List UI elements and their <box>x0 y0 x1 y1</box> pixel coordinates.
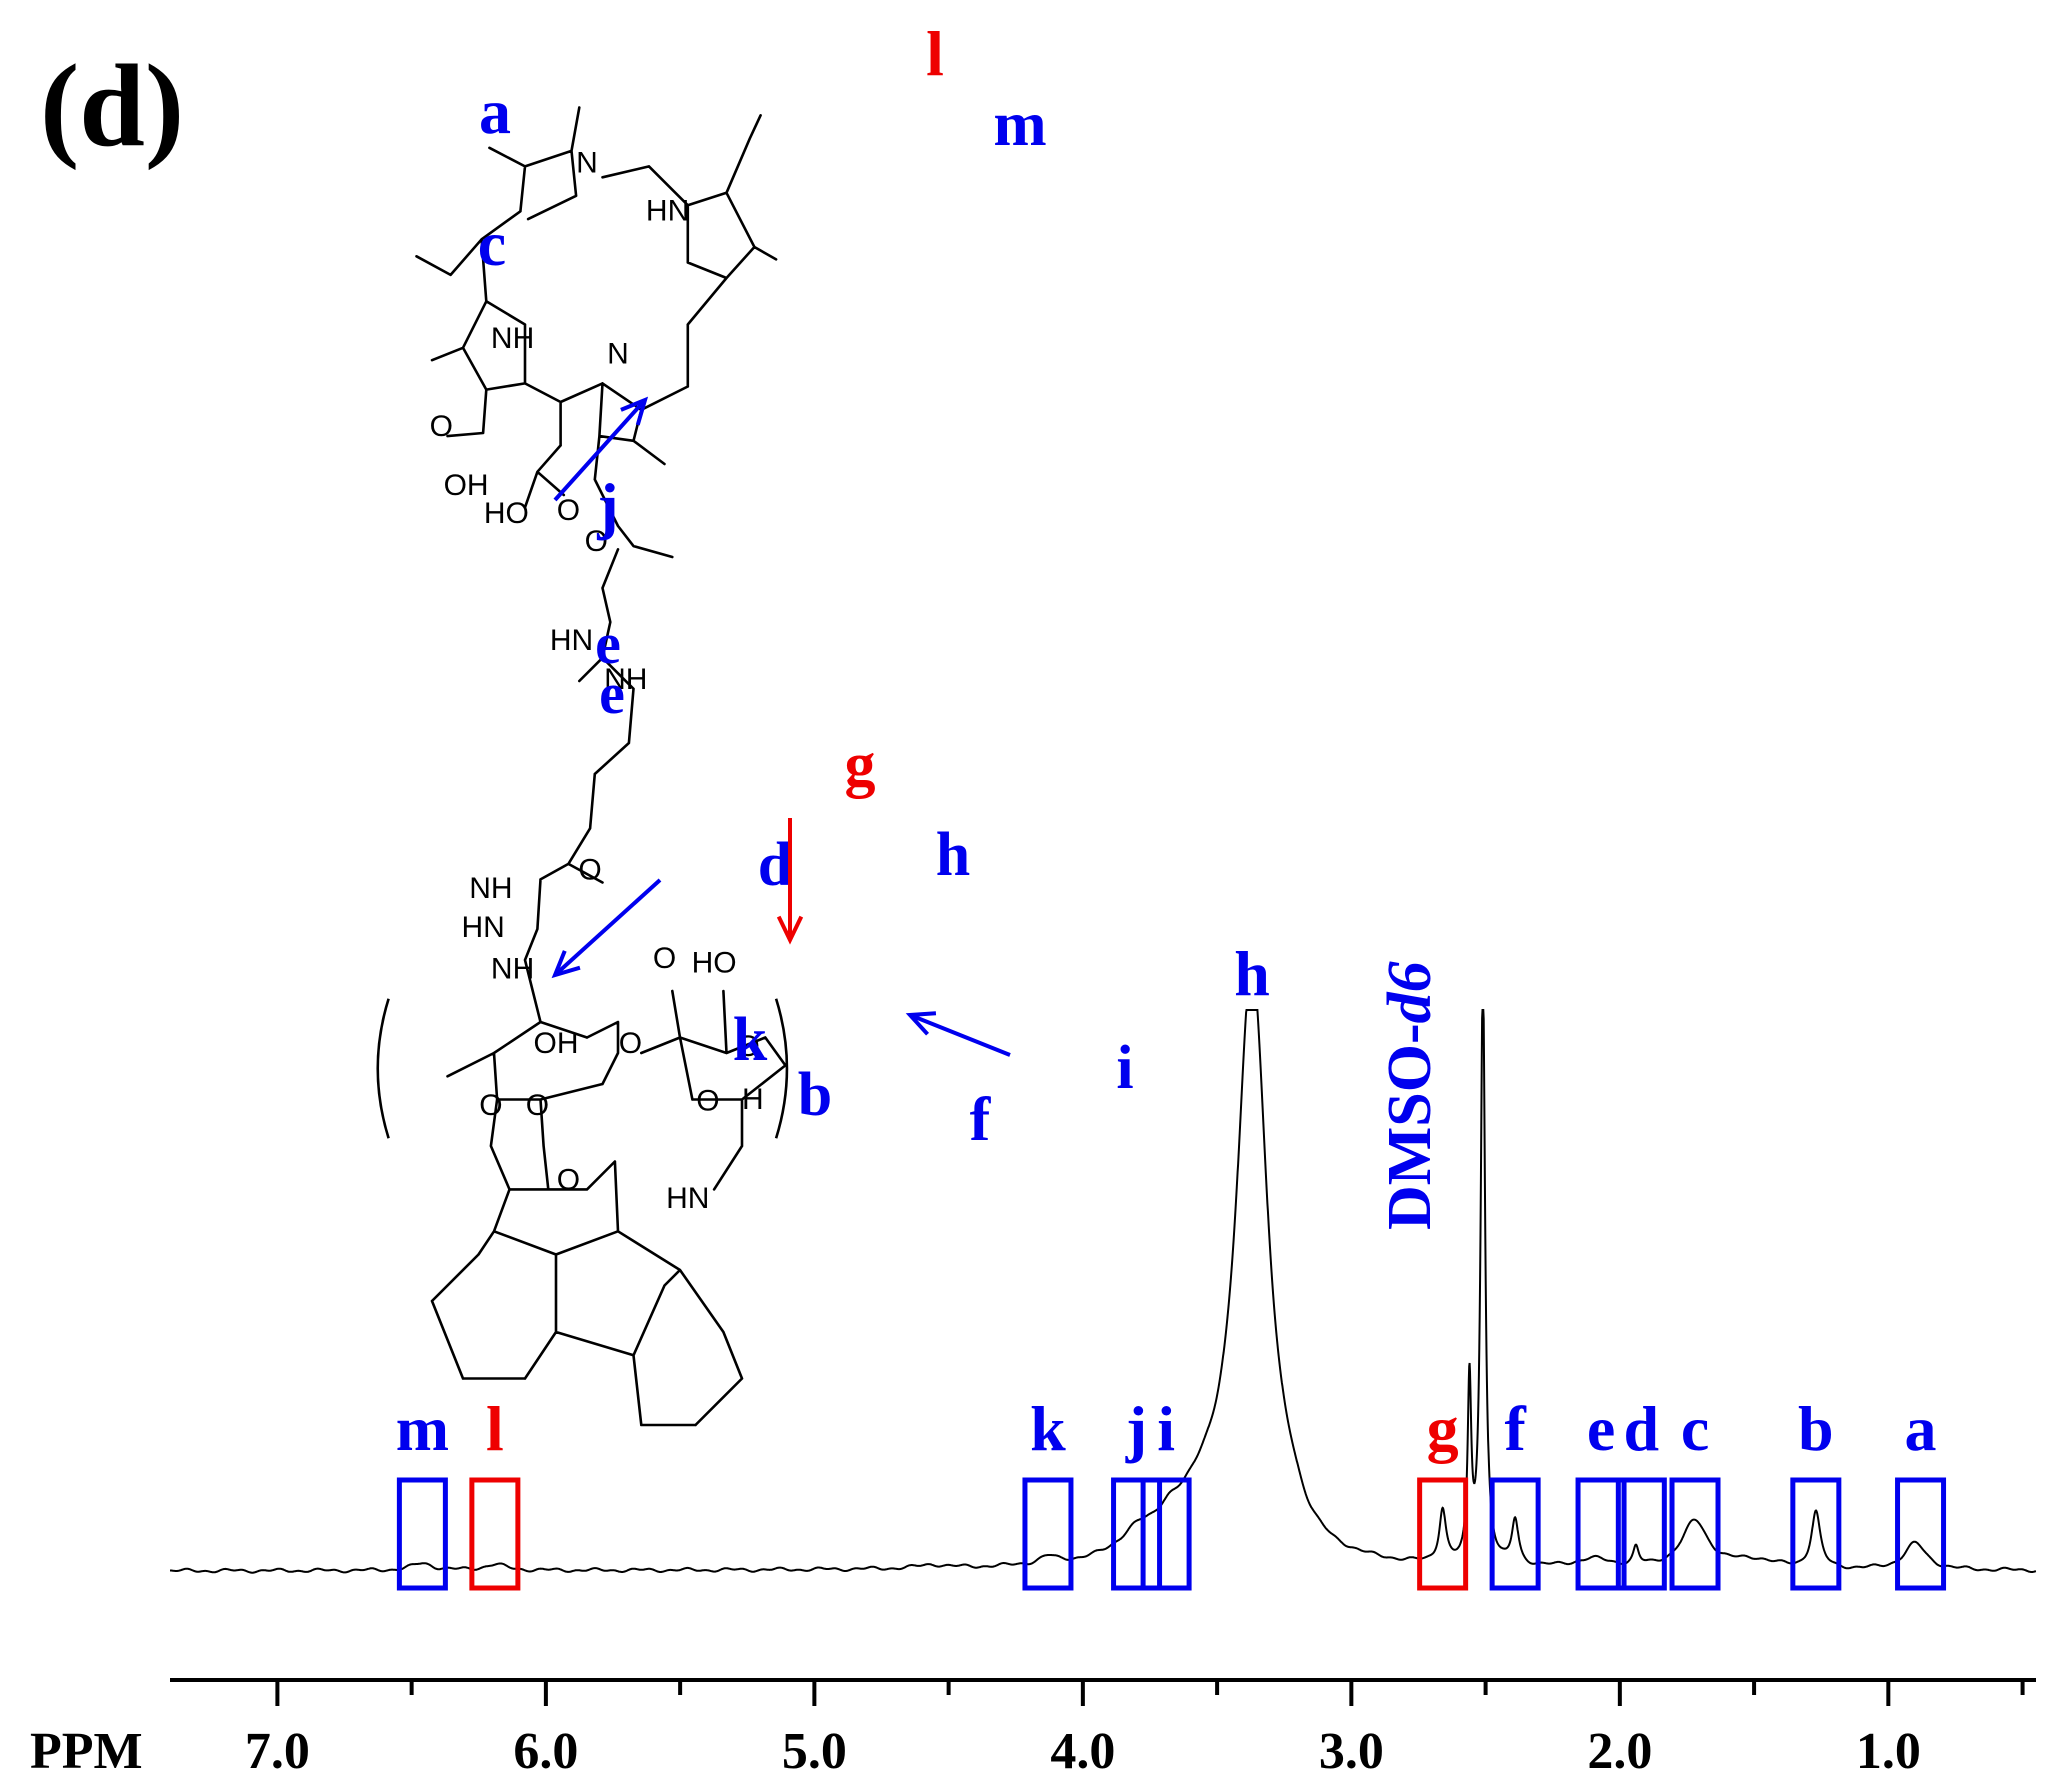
structure-bonds <box>415 106 787 1427</box>
atom-label: O <box>479 1089 502 1122</box>
site-label-i: i <box>1116 1034 1133 1102</box>
atom-label: O <box>430 410 453 443</box>
peak-label-c: c <box>1681 1393 1709 1464</box>
peak-box-a <box>1895 1477 1947 1591</box>
x-tick-label: 7.0 <box>245 1723 310 1780</box>
peak-label-k: k <box>1030 1393 1066 1464</box>
arrow-i-head <box>905 1011 937 1036</box>
arrow-j-head <box>620 396 649 426</box>
arrow-j <box>553 398 647 502</box>
peak-box-b <box>1790 1477 1842 1591</box>
x-axis: 7.0 6.0 5.0 4.0 3.0 2.0 1.0 PPM <box>30 1678 2036 1780</box>
site-label-g: g <box>845 731 876 799</box>
x-tick-label: 4.0 <box>1050 1723 1115 1780</box>
atom-label: OH <box>444 469 489 502</box>
atom-label: O <box>619 1027 642 1060</box>
peak-box-m <box>396 1477 448 1591</box>
x-tick-label: 5.0 <box>782 1723 847 1780</box>
atom-label: HN <box>646 195 689 228</box>
peak-label-a: a <box>1905 1393 1937 1464</box>
atom-label: O <box>557 1163 580 1196</box>
site-label-c: c <box>478 208 506 279</box>
atom-label: OH <box>534 1027 579 1060</box>
atom-label: N <box>576 147 598 180</box>
site-label-e: e <box>599 661 625 726</box>
site-label-j: j <box>596 470 618 541</box>
atom-label: HN <box>666 1182 709 1215</box>
peak-box-l <box>469 1477 521 1591</box>
atom-label: NH <box>491 322 534 355</box>
peak-label-j: j <box>1125 1393 1147 1464</box>
x-axis-unit-label: PPM <box>30 1723 143 1780</box>
atom-label: O <box>737 1030 760 1063</box>
atom-label: O <box>526 1089 549 1122</box>
atom-label: N <box>607 337 629 370</box>
x-tick-label: 3.0 <box>1319 1723 1384 1780</box>
peak-box-f <box>1489 1477 1541 1591</box>
atom-label: NH <box>491 953 534 986</box>
peak-box-k <box>1022 1477 1074 1591</box>
site-label-m: m <box>993 88 1046 159</box>
peak-label-e: e <box>1587 1393 1615 1464</box>
peak-box-g <box>1417 1477 1469 1591</box>
spectrum-line <box>170 1009 2037 1574</box>
polymer-bracket-left <box>376 998 390 1139</box>
x-tick-label: 6.0 <box>513 1723 578 1780</box>
peak-label-m: m <box>396 1393 449 1464</box>
peak-label-d: d <box>1624 1393 1660 1464</box>
atom-label: NH <box>604 663 647 696</box>
peak-label-g: g <box>1427 1393 1459 1464</box>
site-label-b: b <box>798 1061 832 1129</box>
atom-label: O <box>578 853 601 886</box>
atom-label: O <box>653 942 676 975</box>
peak-box-i <box>1140 1477 1192 1591</box>
peak-box-c <box>1669 1477 1721 1591</box>
panel-label: (d) <box>40 40 185 171</box>
site-label-k: k <box>733 1006 768 1074</box>
site-label-a: a <box>479 76 511 147</box>
solvent-label: DMSO-d6 <box>1376 961 1444 1230</box>
atom-label: O <box>585 525 608 558</box>
atom-label: HO <box>692 946 737 979</box>
peak-label-f: f <box>1504 1393 1526 1464</box>
site-label-h: h <box>936 821 970 889</box>
arrow-g-head <box>776 915 804 945</box>
atom-label: HO <box>484 497 529 530</box>
peak-box-j <box>1111 1477 1163 1591</box>
atom-label: HN <box>550 624 593 657</box>
arrow-d <box>553 878 662 977</box>
atom-label: O <box>696 1084 719 1117</box>
x-tick-label: 2.0 <box>1587 1723 1652 1780</box>
peak-label-b: b <box>1798 1393 1834 1464</box>
atom-label: HN <box>461 911 504 944</box>
site-label-f: f <box>970 1086 992 1154</box>
atom-label: O <box>557 494 580 527</box>
site-label-e: e <box>595 611 621 676</box>
arrow-i <box>909 1013 1011 1057</box>
peak-box-e <box>1575 1477 1627 1591</box>
atom-label: H <box>742 1083 764 1116</box>
peak-label-l: l <box>486 1393 504 1464</box>
site-label-d: d <box>758 831 792 899</box>
x-tick-label: 1.0 <box>1856 1723 1921 1780</box>
peak-label-h: h <box>1234 938 1270 1009</box>
peak-box-d <box>1615 1477 1667 1591</box>
site-label-l: l <box>926 18 944 89</box>
atom-label: NH <box>469 872 512 905</box>
peak-label-i: i <box>1157 1393 1175 1464</box>
polymer-bracket-right <box>774 998 789 1139</box>
arrow-d-head <box>551 950 581 979</box>
